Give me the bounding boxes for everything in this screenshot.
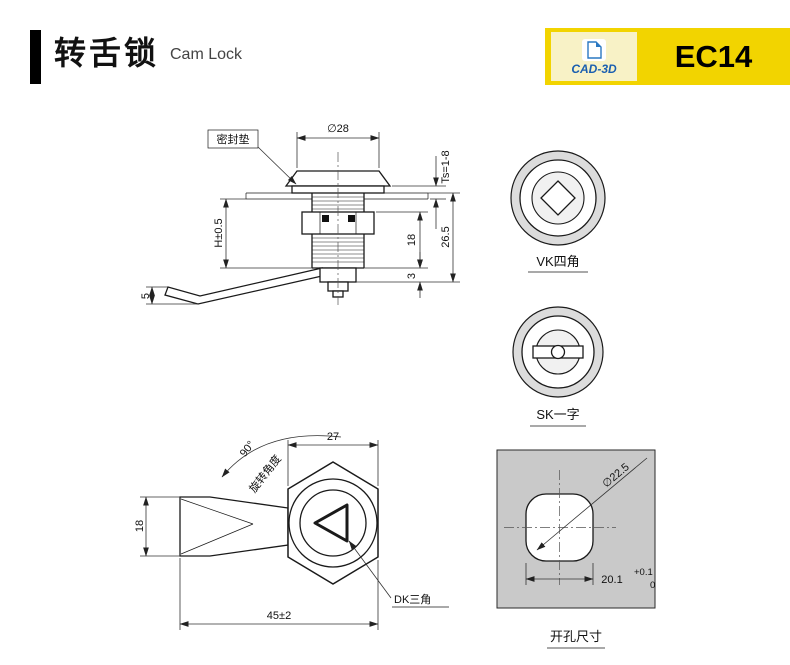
vk-label: VK四角 [536,254,579,269]
side-view-body [164,152,429,305]
rotation-angle: 90° [238,439,258,460]
nut-detail-right [348,215,355,222]
tolerance-plus: +0.1 [634,567,653,578]
nut-detail-left [322,215,329,222]
cam-arm [164,267,323,305]
part-number: EC14 [674,38,753,74]
title-accent-bar [30,30,41,84]
cad-3d-badge[interactable]: CAD-3D [551,32,637,81]
front-view: 90° 旋转角度 27 18 45±2 DK三角 [134,431,449,630]
sk-label: SK一字 [536,407,579,422]
cad-3d-badge-label: CAD-3D [571,62,617,76]
vk-view: VK四角 [510,150,606,273]
dim-h: H±0.5 [213,218,225,247]
page-title-cn: 转舌锁 [54,35,160,71]
page-title-en: Cam Lock [170,46,243,63]
dim-ts: Ts=1-8 [440,150,452,183]
rotation-arc [221,435,342,478]
side-view: ∅28 密封垫 Ts=1-8 H±0.5 5 18 3 26.5 [140,123,460,305]
page-header: 转舌锁 Cam Lock CAD-3D EC14 [0,0,790,95]
dim-18: 18 [406,234,418,246]
hole-view-label: 开孔尺寸 [550,629,602,644]
dim-26-5: 26.5 [440,226,452,247]
dim-45: 45±2 [267,610,291,622]
dim-3: 3 [406,273,418,279]
dim-dia28: ∅28 [327,123,349,135]
header-yellow-band: CAD-3D EC14 [545,28,790,85]
dim-18-front: 18 [134,520,146,532]
dk-label: DK三角 [394,593,431,606]
sk-view: SK一字 [512,306,604,427]
square-drive-hole [540,180,576,216]
cad-document-icon [582,39,606,61]
dim-20-1: 20.1 [601,574,622,586]
seal-washer-label: 密封垫 [217,132,250,146]
triangle-drive-hole [313,503,349,543]
rotation-angle-label: 旋转角度 [246,452,284,495]
cam-arm-top [179,496,289,557]
dim-5: 5 [140,293,152,299]
hole-view: ∅22.5 20.1 +0.1 0 开孔尺寸 [496,449,656,649]
dim-27: 27 [327,431,339,443]
side-view-dimensions [146,129,460,305]
tolerance-zero: 0 [650,580,655,591]
